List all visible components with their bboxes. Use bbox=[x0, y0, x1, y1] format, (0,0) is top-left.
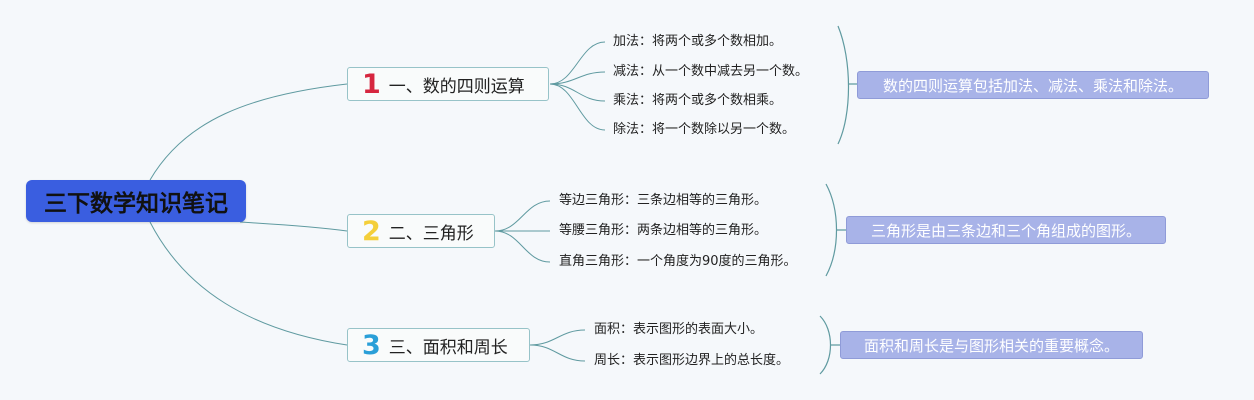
leaf-item[interactable]: 面积：表示图形的表面大小。 bbox=[594, 322, 764, 337]
root-topic[interactable]: 三下数学知识笔记 bbox=[26, 180, 246, 222]
branch-number-1: 1 bbox=[362, 68, 381, 100]
branch-topic-2[interactable]: 2 二、三角形 bbox=[347, 214, 495, 248]
branch-number-3: 3 bbox=[362, 329, 381, 361]
root-title: 三下数学知识笔记 bbox=[44, 191, 228, 217]
branch-topic-3[interactable]: 3 三、面积和周长 bbox=[347, 328, 530, 362]
leaf-item[interactable]: 周长：表示图形边界上的总长度。 bbox=[594, 353, 790, 368]
summary-box-1[interactable]: 数的四则运算包括加法、减法、乘法和除法。 bbox=[857, 71, 1209, 99]
leaf-item[interactable]: 加法：将两个或多个数相加。 bbox=[613, 34, 783, 49]
branch-label-3: 三、面积和周长 bbox=[388, 337, 508, 358]
branch-topic-1[interactable]: 1 一、数的四则运算 bbox=[347, 67, 549, 101]
leaf-item[interactable]: 直角三角形：一个角度为90度的三角形。 bbox=[559, 254, 797, 269]
leaf-item[interactable]: 除法：将一个数除以另一个数。 bbox=[613, 122, 796, 137]
summary-box-2[interactable]: 三角形是由三条边和三个角组成的图形。 bbox=[846, 216, 1166, 244]
branch-number-2: 2 bbox=[362, 215, 381, 247]
leaf-item[interactable]: 等边三角形：三条边相等的三角形。 bbox=[559, 193, 768, 208]
branch-label-2: 二、三角形 bbox=[388, 223, 474, 244]
leaf-item[interactable]: 乘法：将两个或多个数相乘。 bbox=[613, 93, 783, 108]
branch-label-1: 一、数的四则运算 bbox=[388, 76, 525, 97]
leaf-item[interactable]: 减法：从一个数中减去另一个数。 bbox=[613, 64, 809, 79]
summary-box-3[interactable]: 面积和周长是与图形相关的重要概念。 bbox=[840, 331, 1143, 359]
leaf-item[interactable]: 等腰三角形：两条边相等的三角形。 bbox=[559, 223, 768, 238]
